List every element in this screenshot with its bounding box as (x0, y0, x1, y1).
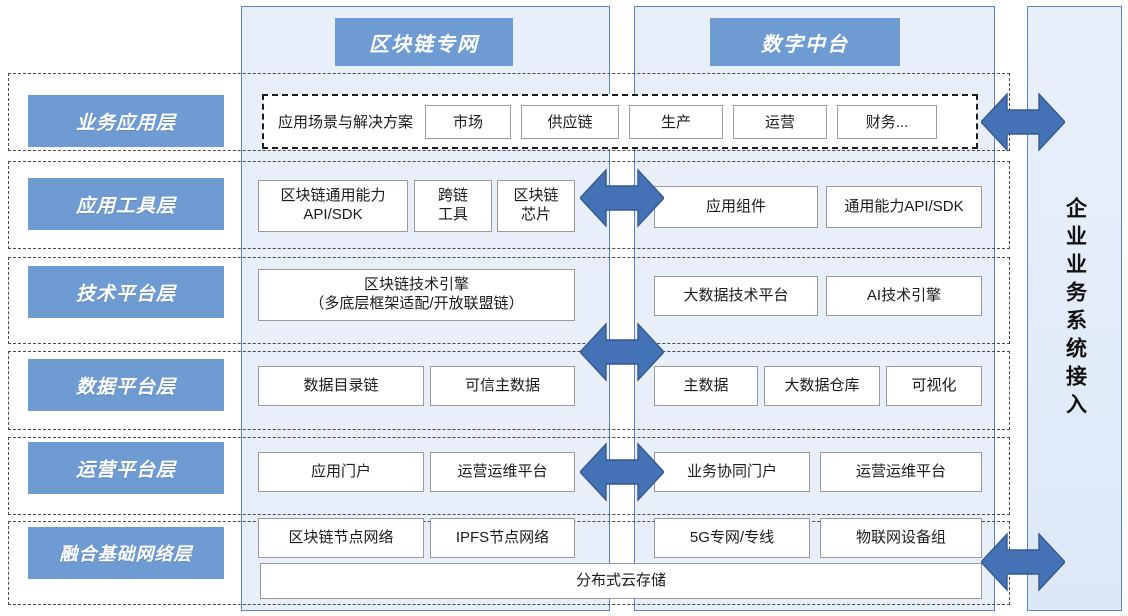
box-label: 可信主数据 (464, 376, 540, 394)
box-label: 数据目录链 (303, 376, 379, 394)
box-cross-chain-tools[interactable]: 跨链 工具 (414, 180, 492, 232)
box-label: AI技术引擎 (866, 286, 942, 304)
box-label: 可视化 (911, 376, 957, 394)
box-ipfs-node-network[interactable]: IPFS节点网络 (430, 518, 575, 558)
box-label: 通用能力API/SDK (844, 197, 964, 215)
business-scenario-label: 应用场景与解决方案 (278, 114, 414, 131)
box-blockchain-node-network[interactable]: 区块链节点网络 (258, 518, 424, 558)
box-label: 运营运维平台 (855, 462, 946, 480)
double-arrow-icon-mid-middle (580, 320, 664, 384)
double-arrow-icon-right-top (981, 90, 1065, 154)
title-label: 区块链专网 (369, 33, 479, 56)
enterprise-access-label: 企业业务系统接入 (1063, 196, 1087, 421)
box-business-collaboration-portal[interactable]: 业务协同门户 (654, 452, 810, 492)
box-label: 大数据技术平台 (683, 286, 789, 304)
box-label: 区块链 芯片 (513, 187, 559, 223)
domain-chip-label: 供应链 (547, 114, 593, 131)
double-arrow-icon-mid-bottom (580, 440, 664, 504)
layer-badge-business-application[interactable]: 业务应用层 (28, 95, 224, 147)
enterprise-access-text-wrap: 企业业务系统接入 (1027, 6, 1122, 611)
box-label: 应用组件 (705, 197, 766, 215)
box-bigdata-tech-platform[interactable]: 大数据技术平台 (654, 276, 818, 316)
title-label: 数字中台 (761, 33, 849, 56)
domain-chip-production[interactable]: 生产 (629, 104, 724, 139)
layer-badge-label: 数据平台层 (75, 376, 176, 398)
layer-badge-ops-platform[interactable]: 运营平台层 (28, 442, 224, 494)
domain-chip-supplychain[interactable]: 供应链 (521, 104, 620, 139)
box-label: 区块链节点网络 (288, 528, 394, 546)
box-label: 区块链通用能力 API/SDK (280, 187, 386, 223)
box-label: 应用门户 (310, 462, 371, 480)
box-distributed-cloud-storage[interactable]: 分布式云存储 (260, 563, 982, 599)
layer-badge-label: 技术平台层 (75, 283, 176, 305)
box-label: 5G专网/专线 (689, 528, 775, 546)
box-visualization[interactable]: 可视化 (886, 366, 982, 406)
layer-badge-data-platform[interactable]: 数据平台层 (28, 359, 224, 411)
domain-chip-operations[interactable]: 运营 (733, 104, 828, 139)
box-general-capability-api-sdk[interactable]: 通用能力API/SDK (826, 186, 982, 228)
box-ai-tech-engine[interactable]: AI技术引擎 (826, 276, 982, 316)
box-label: 分布式云存储 (575, 571, 666, 589)
box-trusted-master-data[interactable]: 可信主数据 (430, 366, 575, 406)
domain-chip-label: 运营 (765, 114, 796, 131)
box-blockchain-chip[interactable]: 区块链 芯片 (497, 180, 575, 232)
business-application-container: 应用场景与解决方案 市场 供应链 生产 运营 财务... (262, 94, 978, 149)
box-label: IPFS节点网络 (455, 528, 550, 546)
layer-badge-label: 业务应用层 (75, 112, 176, 134)
box-label: 运营运维平台 (457, 462, 548, 480)
title-digital-midplatform[interactable]: 数字中台 (710, 18, 900, 66)
box-5g-private-network[interactable]: 5G专网/专线 (654, 518, 810, 558)
layer-badge-application-tools[interactable]: 应用工具层 (28, 178, 224, 230)
box-ops-maintenance-platform-left[interactable]: 运营运维平台 (430, 452, 575, 492)
box-label: 大数据仓库 (784, 376, 860, 394)
box-label: 主数据 (683, 376, 729, 394)
box-blockchain-tech-engine[interactable]: 区块链技术引擎 （多底层框架适配/开放联盟链） (258, 269, 575, 321)
layer-badge-network[interactable]: 融合基础网络层 (28, 527, 224, 579)
domain-chip-label: 生产 (661, 114, 692, 131)
box-label: 物联网设备组 (855, 528, 946, 546)
layer-badge-label: 融合基础网络层 (59, 544, 193, 564)
box-label: 区块链技术引擎 （多底层框架适配/开放联盟链） (309, 276, 524, 312)
double-arrow-icon-right-bottom (981, 530, 1065, 594)
title-blockchain-network[interactable]: 区块链专网 (335, 18, 513, 66)
box-label: 业务协同门户 (686, 462, 777, 480)
layer-badge-tech-platform[interactable]: 技术平台层 (28, 266, 224, 318)
double-arrow-icon-mid-top (580, 166, 664, 230)
domain-chip-market[interactable]: 市场 (425, 104, 512, 139)
box-application-components[interactable]: 应用组件 (654, 186, 818, 228)
domain-chip-finance[interactable]: 财务... (837, 104, 938, 139)
box-application-portal[interactable]: 应用门户 (258, 452, 424, 492)
box-ops-maintenance-platform-right[interactable]: 运营运维平台 (820, 452, 982, 492)
box-blockchain-general-capability-api-sdk[interactable]: 区块链通用能力 API/SDK (258, 180, 408, 232)
box-label: 跨链 工具 (437, 187, 468, 223)
box-master-data[interactable]: 主数据 (654, 366, 758, 406)
layer-badge-label: 应用工具层 (75, 195, 176, 217)
box-iot-device-group[interactable]: 物联网设备组 (820, 518, 982, 558)
layer-badge-label: 运营平台层 (75, 459, 176, 481)
domain-chip-label: 财务... (865, 114, 909, 131)
box-bigdata-warehouse[interactable]: 大数据仓库 (764, 366, 880, 406)
box-data-catalog-chain[interactable]: 数据目录链 (258, 366, 424, 406)
domain-chip-label: 市场 (453, 114, 484, 131)
